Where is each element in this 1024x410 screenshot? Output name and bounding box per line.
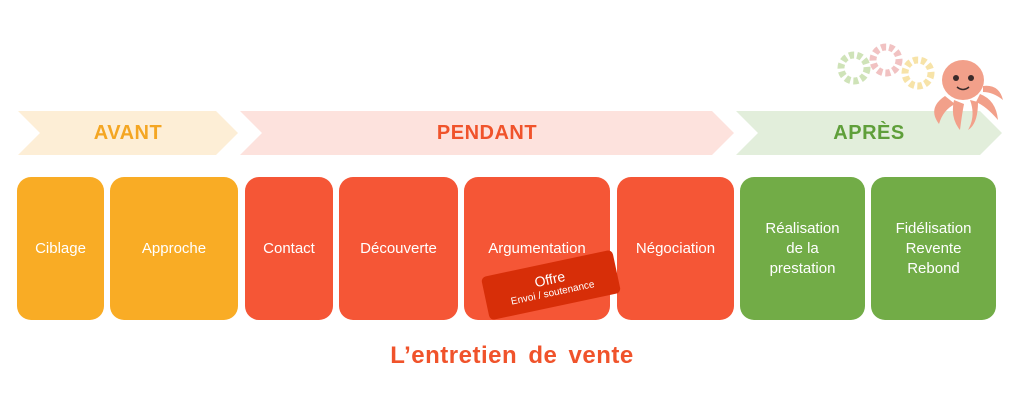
step-realisation: Réalisation de la prestation <box>740 177 865 320</box>
phase-label: AVANT <box>93 121 163 144</box>
phase-arrow-apres: APRÈS <box>736 111 1002 155</box>
phase-arrow-avant: AVANT <box>18 111 238 155</box>
chevron-shape <box>18 111 238 155</box>
step-label: Approche <box>141 239 207 257</box>
step-label: Réalisation de la prestation <box>765 219 840 277</box>
diagram-title: L’entretien de vente <box>390 342 634 369</box>
step-decouverte: Découverte <box>339 177 458 320</box>
phase-label: PENDANT <box>436 121 538 144</box>
step-label: Ciblage <box>35 239 86 257</box>
chevron-shape <box>240 111 734 155</box>
phase-arrow-pendant: PENDANT <box>240 111 734 155</box>
step-label: Argumentation <box>488 239 586 257</box>
phase-label: APRÈS <box>833 121 905 144</box>
step-negociation: Négociation <box>617 177 734 320</box>
octopus-with-gears-icon <box>837 43 1003 130</box>
step-label: Négociation <box>635 239 716 257</box>
chevron-shape <box>736 111 1002 155</box>
step-label: Découverte <box>360 239 437 257</box>
step-label: Fidélisation Revente Rebond <box>895 219 972 277</box>
step-approche: Approche <box>110 177 238 320</box>
step-ciblage: Ciblage <box>17 177 104 320</box>
step-label: Contact <box>263 239 315 257</box>
step-contact: Contact <box>245 177 333 320</box>
step-fidelisation: Fidélisation Revente Rebond <box>871 177 996 320</box>
